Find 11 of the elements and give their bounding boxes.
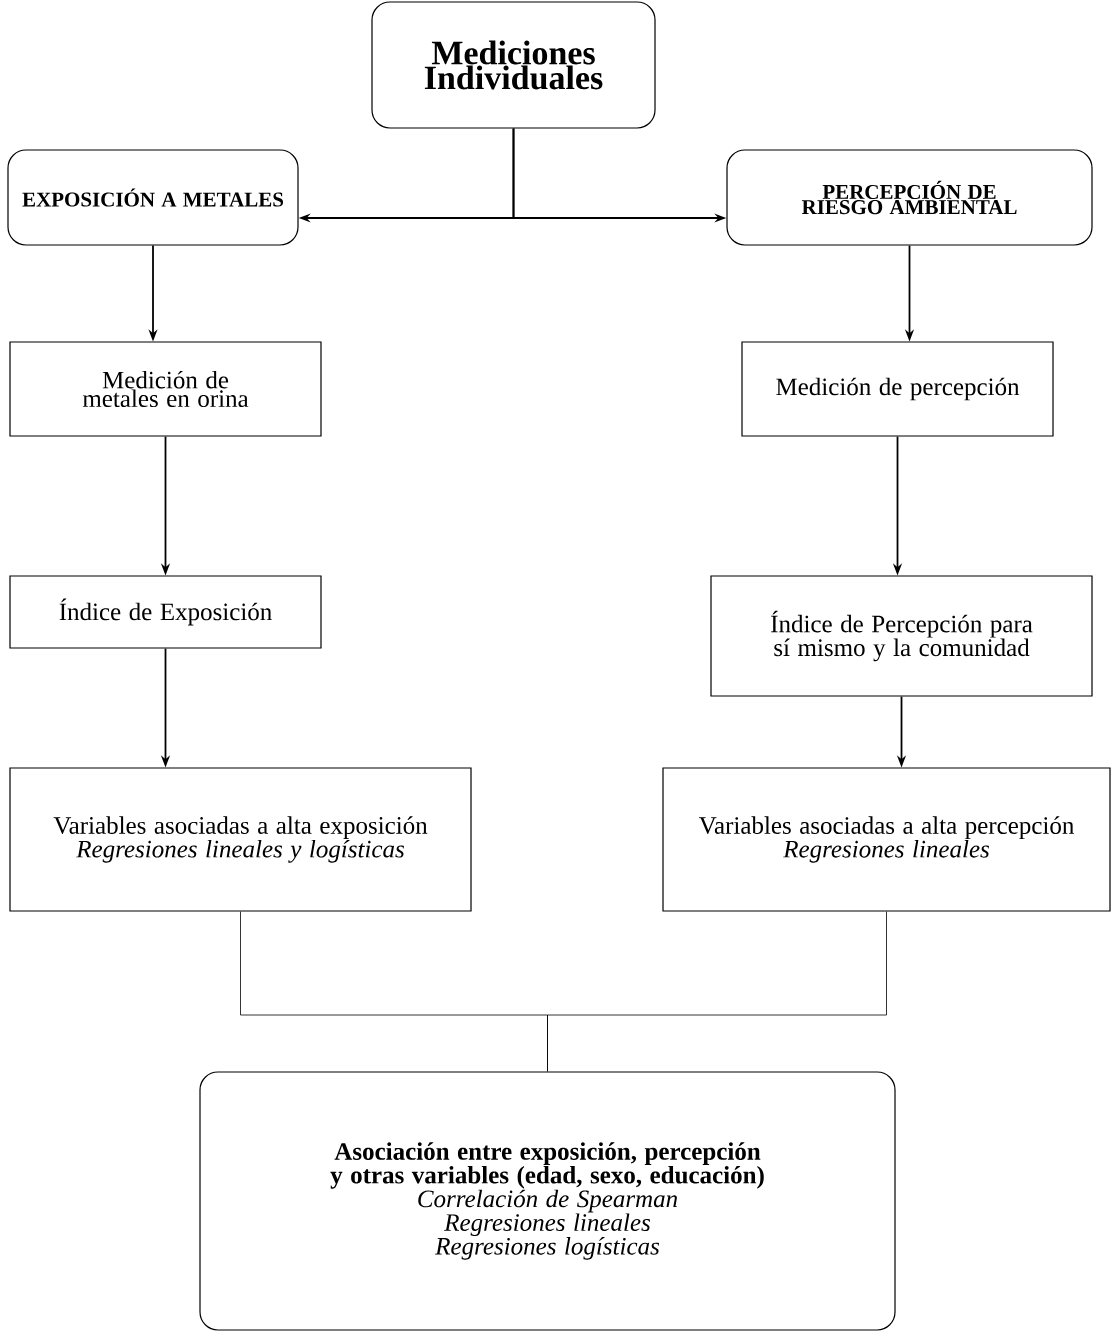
- process-box: Variables asociadas a alta percepción Regresiones lineales: [662, 767, 1111, 912]
- process-box: Índice de Percepción para sí mismo y la comunidad: [710, 575, 1093, 697]
- process-box: Índice de Exposición: [9, 575, 322, 649]
- process-box: Variables asociadas a alta exposición Regresiones lineales y logísticas: [9, 767, 472, 912]
- title-box: Mediciones Individuales: [371, 1, 656, 129]
- result-box: Asociación entre exposición, percepción y otras variables (edad, sexo, educación) Correlación de Spearman Regresiones lineales Regresiones logísticas: [199, 1071, 896, 1331]
- category-box: PERCEPCIÓN DE RIESGO AMBIENTAL: [726, 149, 1093, 246]
- process-box: Medición de metales en orina: [9, 341, 322, 437]
- process-box: Medición de percepción: [741, 341, 1054, 437]
- connector-line: [547, 911, 887, 1072]
- category-box: EXPOSICIÓN A METALES: [7, 149, 299, 246]
